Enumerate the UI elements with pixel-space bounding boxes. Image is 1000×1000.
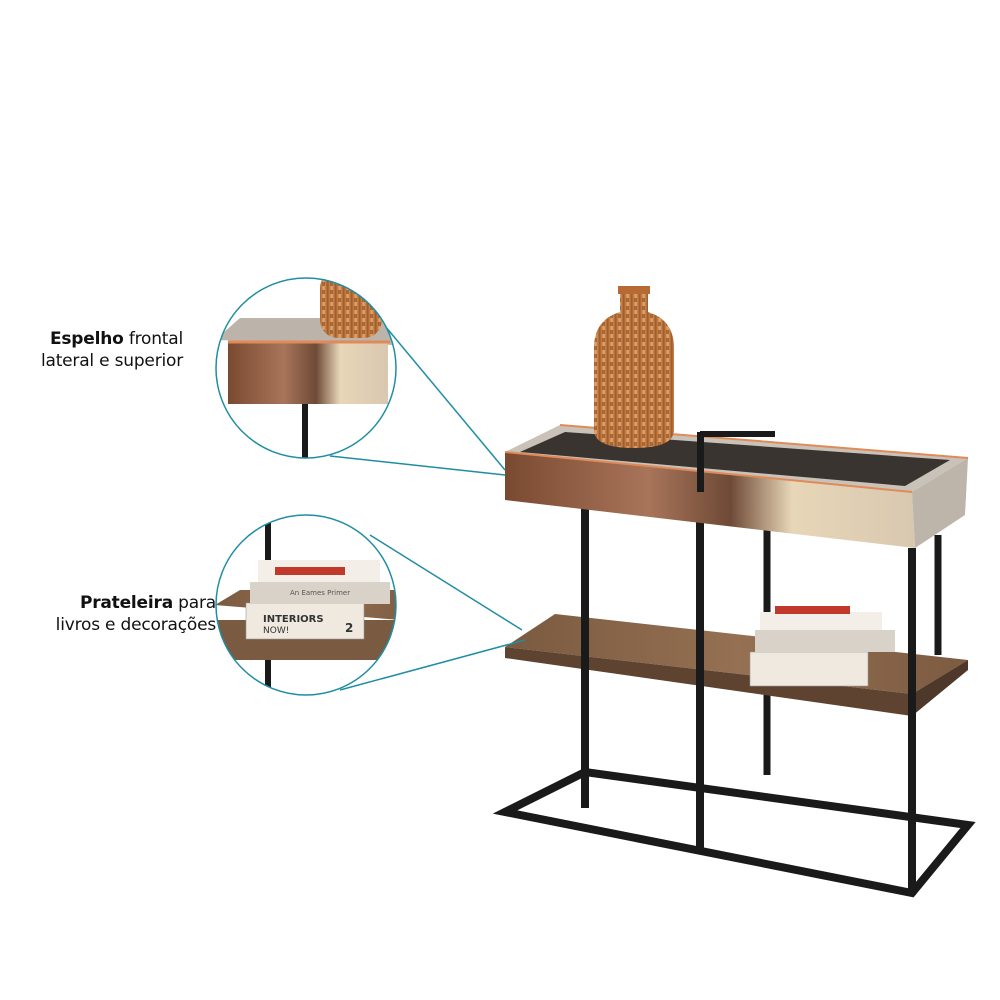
shelf-caption-line2: livros e decorações bbox=[55, 615, 217, 635]
wood-shelf bbox=[505, 614, 968, 716]
mirrored-top-box bbox=[504, 424, 969, 548]
mirror-caption-bold: Espelho bbox=[49, 329, 124, 349]
book-title-2: An Eames Primer bbox=[290, 589, 350, 597]
mirror-caption-line2: lateral e superior bbox=[40, 351, 183, 371]
mirror-caption-rest: frontal bbox=[123, 329, 183, 349]
mirror-caption: Espelho frontal lateral e superior bbox=[41, 328, 183, 372]
shelf-caption-bold: Prateleira bbox=[79, 593, 173, 613]
book-volume: 2 bbox=[345, 621, 353, 635]
vase bbox=[594, 286, 674, 448]
shelf-caption: Prateleira para livros e decorações bbox=[55, 592, 217, 636]
center-divider bbox=[697, 431, 775, 492]
shelf-detail-callout: INTERIORS NOW! 2 An Eames Primer bbox=[215, 514, 397, 696]
books-stack bbox=[749, 606, 895, 687]
mirror-detail-callout bbox=[215, 277, 397, 459]
book-title: INTERIORS bbox=[263, 614, 324, 625]
book-subtitle: NOW! bbox=[263, 626, 289, 636]
shelf-caption-rest: para bbox=[172, 593, 216, 613]
base-frame bbox=[492, 767, 976, 898]
